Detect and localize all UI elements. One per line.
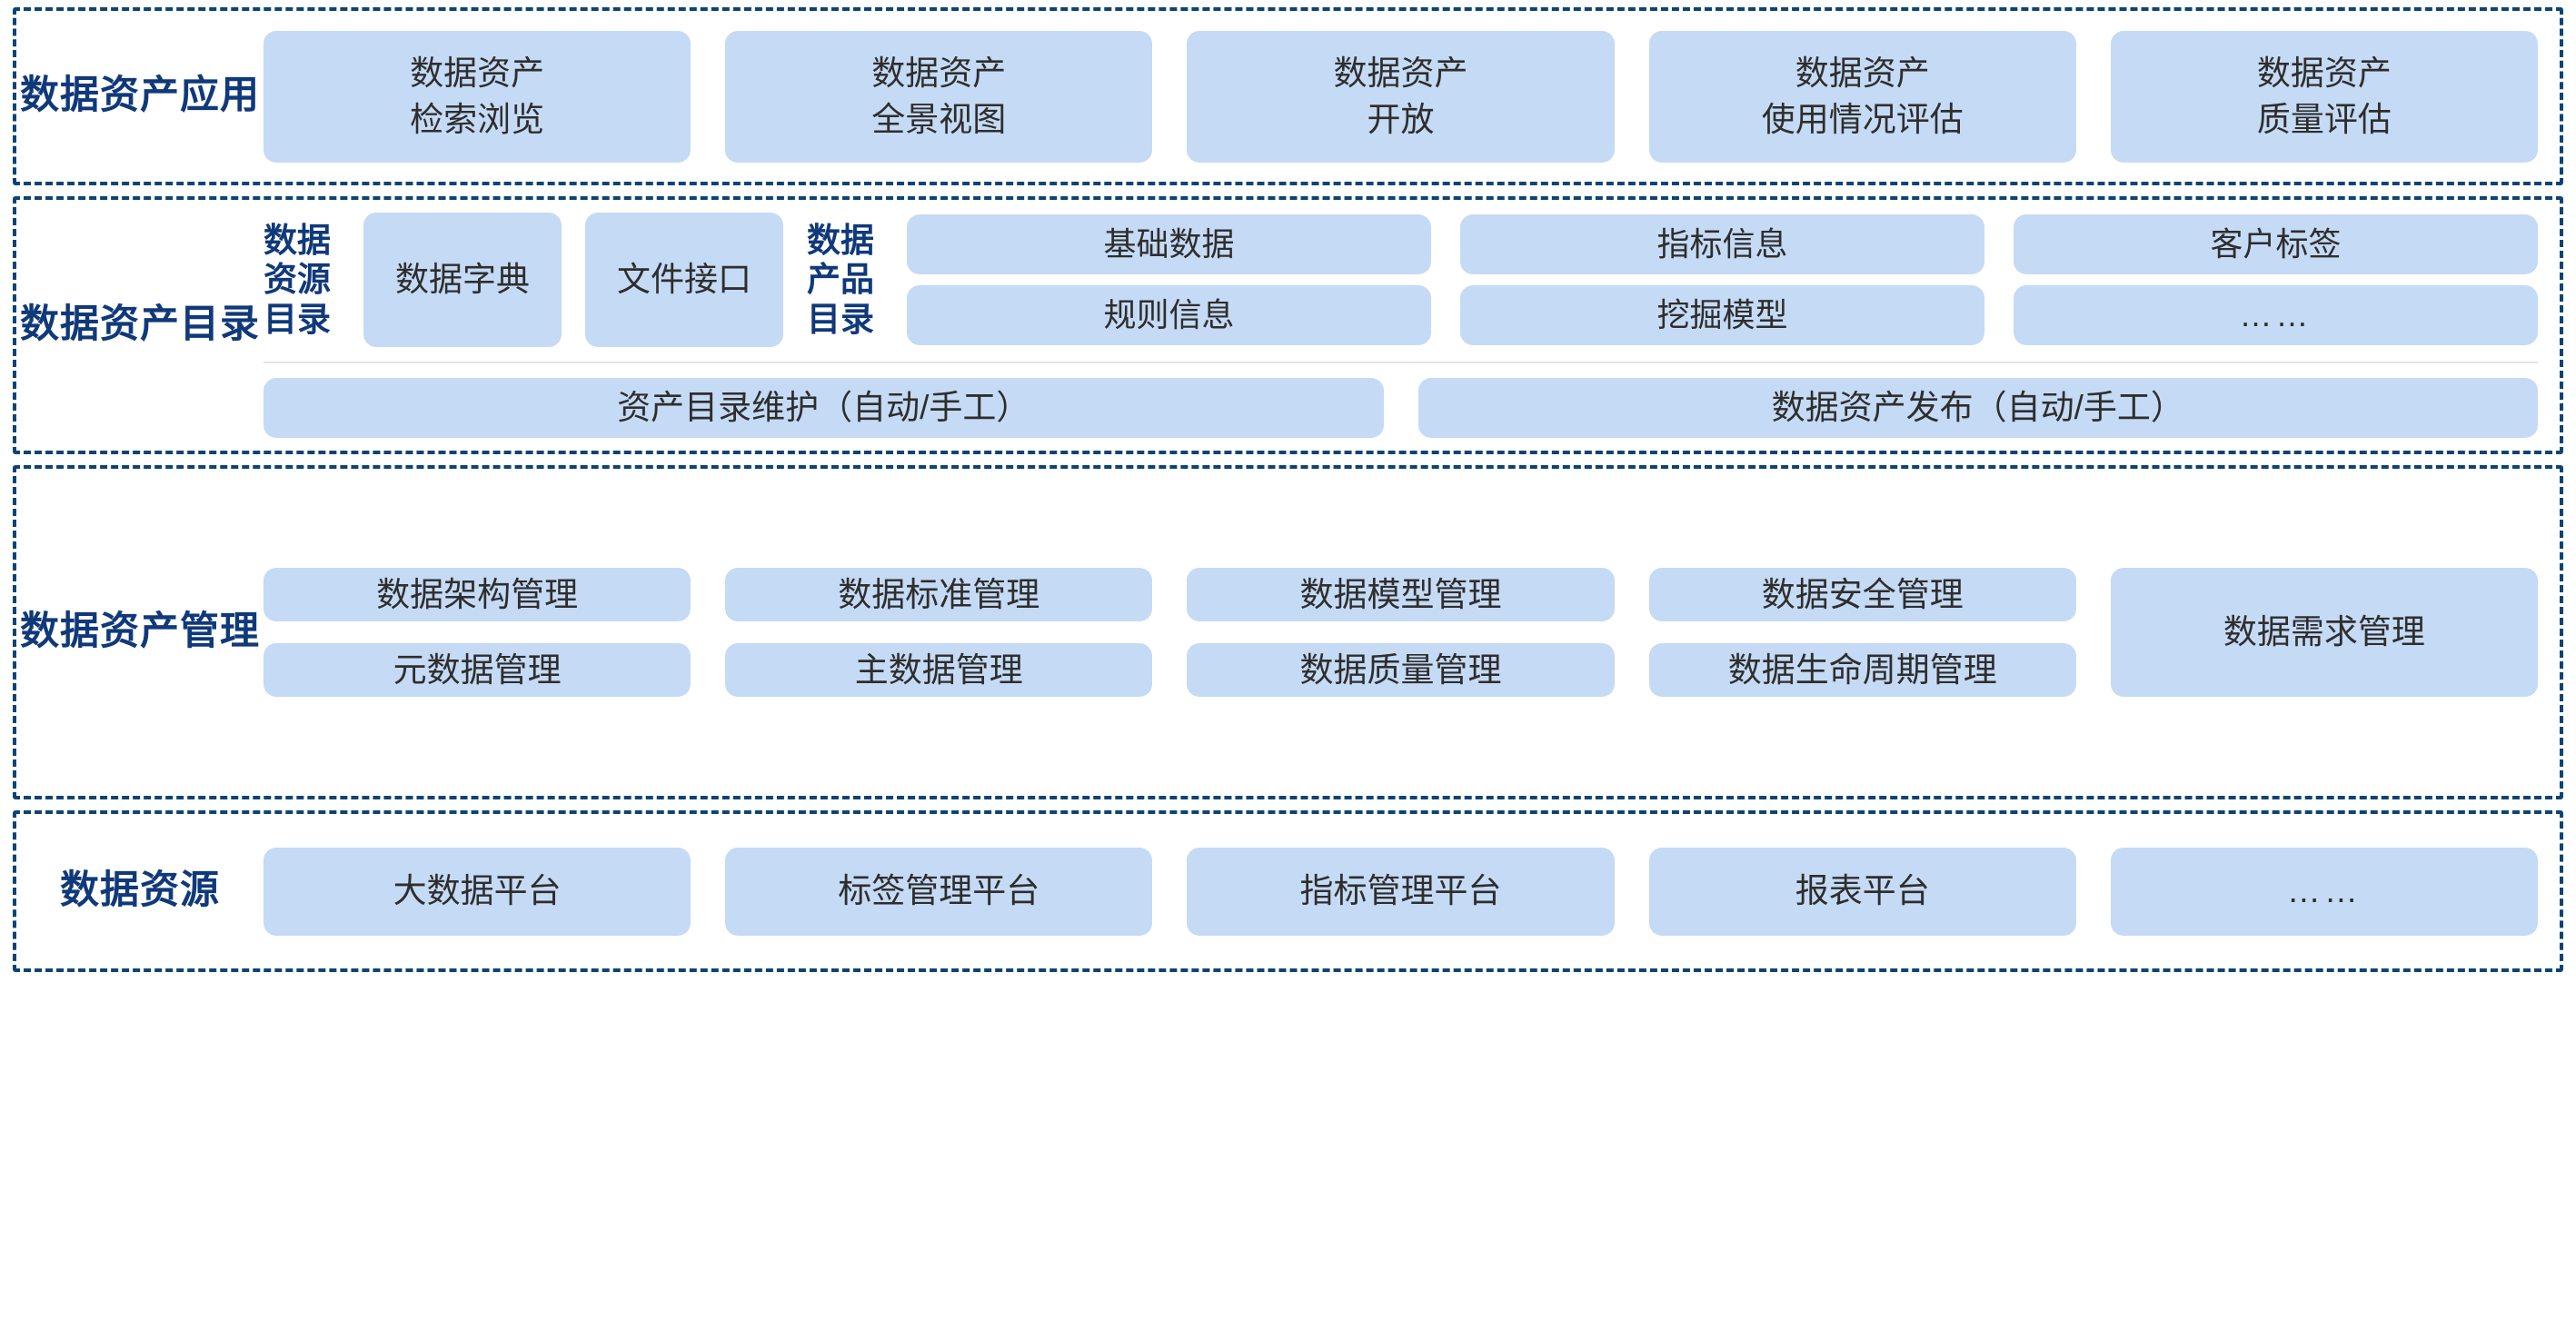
tile-data-quality-management[interactable]: 数据质量管理 [1187,643,1615,698]
tile-data-model-management[interactable]: 数据模型管理 [1187,567,1615,621]
label-product-catalog: 数据 产品 目录 [807,221,874,338]
tile-indicator-info[interactable]: 指标信息 [1460,214,1984,274]
management-column-3: 数据模型管理 数据质量管理 [1187,567,1615,698]
layer-title-catalog: 数据资产目录 [20,303,260,347]
catalog-bottom-row: 资产目录维护（自动/手工） 数据资产发布（自动/手工） [264,363,2538,451]
layer-body-catalog: 数据 资源 目录 数据字典 文件接口 数据 产品 目录 基础数据 指标信息 客户… [264,200,2560,451]
management-column-4: 数据安全管理 数据生命周期管理 [1648,567,2076,698]
tile-big-data-platform[interactable]: 大数据平台 [264,847,691,936]
tile-customer-tag[interactable]: 客户标签 [2014,214,2538,274]
tile-product-catalog-ellipsis[interactable]: …… [2014,285,2538,345]
management-column-5: 数据需求管理 [2110,567,2539,698]
label-resource-catalog: 数据 资源 目录 [264,221,331,338]
tile-mining-model[interactable]: 挖掘模型 [1460,285,1984,345]
tile-data-dictionary[interactable]: 数据字典 [363,213,562,347]
tile-data-security-management[interactable]: 数据安全管理 [1648,567,2076,621]
layer-data-asset-management: 数据资产管理 数据架构管理 元数据管理 数据标准管理 主数据管理 数据模型管理 … [13,465,2563,799]
tile-master-data-management[interactable]: 主数据管理 [725,643,1153,698]
tile-data-requirement-management[interactable]: 数据需求管理 [2110,567,2539,698]
layer-title-management: 数据资产管理 [20,610,260,654]
tile-catalog-maintenance[interactable]: 资产目录维护（自动/手工） [264,378,1384,438]
tile-asset-quality-evaluation[interactable]: 数据资产 质量评估 [2110,30,2539,163]
tile-file-interface[interactable]: 文件接口 [585,213,783,347]
tile-report-platform[interactable]: 报表平台 [1648,847,2076,936]
tile-data-architecture-management[interactable]: 数据架构管理 [264,567,691,621]
tile-data-lifecycle-management[interactable]: 数据生命周期管理 [1648,643,2076,698]
tile-resources-ellipsis[interactable]: …… [2110,847,2539,936]
catalog-divider [264,362,2538,363]
layer-body-application: 数据资产 检索浏览 数据资产 全景视图 数据资产 开放 数据资产 使用情况评估 … [264,30,2560,163]
tile-tag-management-platform[interactable]: 标签管理平台 [725,847,1153,936]
layer-body-management: 数据架构管理 元数据管理 数据标准管理 主数据管理 数据模型管理 数据质量管理 … [264,550,2560,715]
tile-asset-search-browse[interactable]: 数据资产 检索浏览 [264,30,691,163]
tile-asset-publish[interactable]: 数据资产发布（自动/手工） [1417,378,2538,438]
tile-basic-data[interactable]: 基础数据 [907,214,1431,274]
layer-data-asset-catalog: 数据资产目录 数据 资源 目录 数据字典 文件接口 数据 产品 目录 基础数据 … [13,196,2563,454]
catalog-top-row: 数据 资源 目录 数据字典 文件接口 数据 产品 目录 基础数据 指标信息 客户… [264,200,2538,362]
tile-indicator-management-platform[interactable]: 指标管理平台 [1187,847,1615,936]
product-catalog-grid: 基础数据 指标信息 客户标签 规则信息 挖掘模型 …… [907,214,2538,345]
management-column-1: 数据架构管理 元数据管理 [264,567,691,698]
tile-asset-usage-evaluation[interactable]: 数据资产 使用情况评估 [1648,30,2076,163]
layer-data-resources: 数据资源 大数据平台 标签管理平台 指标管理平台 报表平台 …… [13,810,2563,972]
tile-rule-info[interactable]: 规则信息 [907,285,1431,345]
layer-title-application: 数据资产应用 [20,74,260,118]
tile-asset-open[interactable]: 数据资产 开放 [1187,30,1615,163]
layer-data-asset-application: 数据资产应用 数据资产 检索浏览 数据资产 全景视图 数据资产 开放 数据资产 … [13,7,2563,185]
tile-data-standard-management[interactable]: 数据标准管理 [725,567,1153,621]
layer-body-resources: 大数据平台 标签管理平台 指标管理平台 报表平台 …… [264,847,2560,936]
management-column-2: 数据标准管理 主数据管理 [725,567,1153,698]
tile-metadata-management[interactable]: 元数据管理 [264,643,691,698]
layer-title-resources: 数据资源 [60,868,220,913]
tile-asset-panorama-view[interactable]: 数据资产 全景视图 [725,30,1153,163]
